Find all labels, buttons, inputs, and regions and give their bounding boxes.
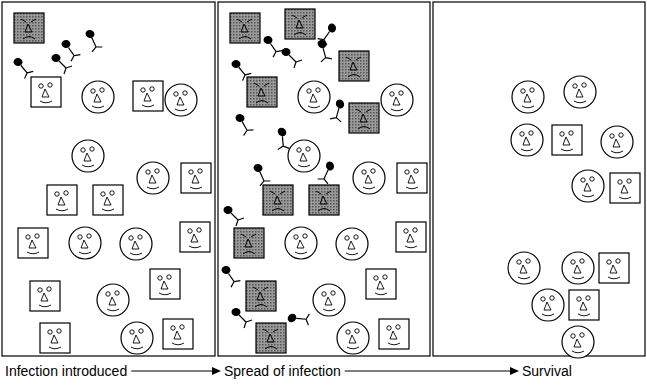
- round-face: [285, 227, 317, 259]
- pathogen: [248, 163, 274, 189]
- infected-face: [234, 228, 264, 258]
- round-face: [337, 322, 369, 354]
- stage-text: Survival: [522, 362, 572, 380]
- round-face: [601, 126, 633, 158]
- square-face: [366, 269, 396, 299]
- round-face: [562, 326, 594, 358]
- stage-label: Survival: [520, 362, 574, 380]
- round-face: [97, 284, 129, 316]
- square-face: [181, 163, 211, 193]
- stage-label: Spread of infection: [222, 362, 343, 380]
- infected-face: [256, 323, 286, 353]
- square-face: [18, 228, 48, 258]
- population-panel-3: [508, 76, 640, 358]
- round-face: [165, 84, 197, 116]
- arrow-head: [510, 367, 519, 375]
- pathogen: [219, 265, 243, 288]
- pathogen: [80, 29, 106, 55]
- square-face: [40, 323, 70, 353]
- pathogen: [313, 160, 339, 186]
- infected-face: [349, 103, 379, 133]
- infected-face: [285, 9, 315, 39]
- stage-text: Spread of infection: [224, 362, 341, 380]
- round-face: [562, 252, 594, 284]
- flow-arrow: [345, 367, 519, 375]
- pathogen: [315, 23, 338, 47]
- infected-face: [263, 185, 293, 215]
- panel-frame: [218, 2, 430, 356]
- square-face: [133, 81, 163, 111]
- square-face: [150, 269, 180, 299]
- population-panel-1: [12, 13, 211, 354]
- round-face: [572, 170, 604, 202]
- square-face: [610, 173, 640, 203]
- square-face: [163, 319, 193, 349]
- round-face: [508, 252, 540, 284]
- infected-face: [339, 51, 369, 81]
- round-face: [532, 289, 564, 321]
- round-face: [381, 84, 413, 116]
- infected-face: [230, 13, 260, 43]
- pathogen: [324, 98, 352, 126]
- round-face: [72, 140, 104, 172]
- arrow-head: [212, 367, 221, 375]
- square-face: [396, 222, 426, 252]
- square-face: [30, 281, 60, 311]
- round-face: [313, 284, 345, 316]
- arrow-line: [345, 370, 511, 371]
- round-face: [298, 81, 330, 113]
- pathogen: [268, 126, 297, 154]
- flow-arrow: [131, 367, 221, 375]
- panel-frame: [433, 2, 645, 356]
- round-face: [511, 124, 543, 156]
- square-face: [552, 125, 582, 155]
- pathogen: [261, 35, 285, 58]
- square-face: [379, 319, 409, 349]
- round-face: [137, 162, 169, 194]
- pathogen: [310, 38, 338, 66]
- round-face: [69, 227, 101, 259]
- pathogen: [232, 113, 257, 138]
- infected-face: [247, 77, 277, 107]
- infected-face: [14, 13, 44, 43]
- pathogen: [12, 58, 34, 80]
- panel-frames: [2, 2, 645, 356]
- round-face: [512, 81, 544, 113]
- round-face: [120, 228, 152, 260]
- square-face: [569, 290, 599, 320]
- round-face: [336, 228, 368, 260]
- pathogen: [230, 60, 252, 82]
- panel-frame: [2, 2, 215, 356]
- pathogen: [224, 206, 245, 226]
- round-face: [121, 322, 153, 354]
- round-face: [353, 162, 385, 194]
- population-panel-2: [219, 9, 427, 354]
- pathogen: [232, 308, 253, 328]
- stage-text: Infection introduced: [5, 362, 127, 380]
- pathogen: [52, 54, 73, 74]
- square-face: [180, 222, 210, 252]
- pathogen: [282, 48, 303, 68]
- round-face: [82, 81, 114, 113]
- round-face: [288, 140, 320, 172]
- square-face: [93, 185, 123, 215]
- stage-label: Infection introduced: [3, 362, 129, 380]
- square-face: [599, 253, 629, 283]
- pathogen: [59, 39, 83, 62]
- round-face: [564, 76, 596, 108]
- infected-face: [246, 281, 276, 311]
- square-face: [31, 77, 61, 107]
- square-face: [397, 163, 427, 193]
- pathogen: [286, 305, 315, 333]
- infected-face: [309, 185, 339, 215]
- arrow-line: [131, 370, 213, 371]
- square-face: [47, 185, 77, 215]
